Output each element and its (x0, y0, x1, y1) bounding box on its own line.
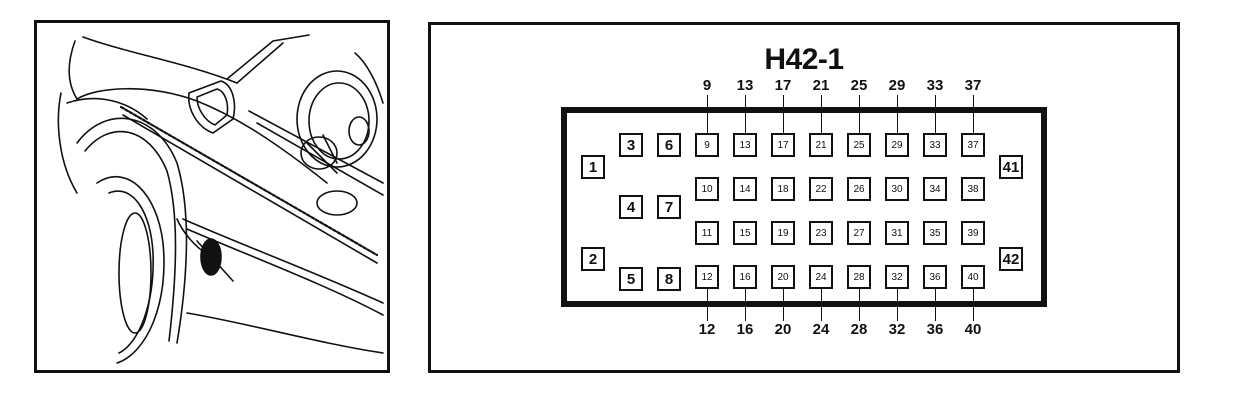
pin-20: 20 (771, 265, 795, 289)
pin-32: 32 (885, 265, 909, 289)
callout-label-17: 17 (774, 77, 792, 94)
callout-leader-20 (782, 289, 784, 321)
callout-label-33: 33 (926, 77, 944, 94)
callout-leader-24 (820, 289, 822, 321)
pin-36: 36 (923, 265, 947, 289)
callout-label-20: 20 (774, 321, 792, 338)
pin-8: 8 (657, 267, 681, 291)
callout-leader-29 (896, 95, 898, 133)
callout-label-37: 37 (964, 77, 982, 94)
pin-1: 1 (581, 155, 605, 179)
callout-leader-36 (934, 289, 936, 321)
callout-label-25: 25 (850, 77, 868, 94)
pin-27: 27 (847, 221, 871, 245)
car-front-fender-drawing (57, 34, 384, 364)
callout-leader-40 (972, 289, 974, 321)
callout-label-36: 36 (926, 321, 944, 338)
pin-37: 37 (961, 133, 985, 157)
pin-40: 40 (961, 265, 985, 289)
pin-11: 11 (695, 221, 719, 245)
pin-33: 33 (923, 133, 947, 157)
callout-label-12: 12 (698, 321, 716, 338)
callout-leader-25 (858, 95, 860, 133)
callout-label-21: 21 (812, 77, 830, 94)
callout-leader-32 (896, 289, 898, 321)
connector-housing (561, 107, 1047, 307)
pin-30: 30 (885, 177, 909, 201)
pin-42: 42 (999, 247, 1023, 271)
callout-leader-37 (972, 95, 974, 133)
pin-24: 24 (809, 265, 833, 289)
pin-28: 28 (847, 265, 871, 289)
pin-12: 12 (695, 265, 719, 289)
pin-10: 10 (695, 177, 719, 201)
pin-41: 41 (999, 155, 1023, 179)
callout-label-32: 32 (888, 321, 906, 338)
callout-leader-17 (782, 95, 784, 133)
callout-leader-33 (934, 95, 936, 133)
pin-6: 6 (657, 133, 681, 157)
pin-14: 14 (733, 177, 757, 201)
pin-34: 34 (923, 177, 947, 201)
pin-7: 7 (657, 195, 681, 219)
pin-3: 3 (619, 133, 643, 157)
pin-9: 9 (695, 133, 719, 157)
pin-35: 35 (923, 221, 947, 245)
pin-4: 4 (619, 195, 643, 219)
pin-13: 13 (733, 133, 757, 157)
callout-label-9: 9 (702, 77, 712, 94)
pin-21: 21 (809, 133, 833, 157)
pin-29: 29 (885, 133, 909, 157)
callout-label-40: 40 (964, 321, 982, 338)
callout-label-29: 29 (888, 77, 906, 94)
callout-leader-21 (820, 95, 822, 133)
connector-id-label: H42-1 (764, 43, 844, 76)
pin-2: 2 (581, 247, 605, 271)
callout-label-28: 28 (850, 321, 868, 338)
pin-22: 22 (809, 177, 833, 201)
callout-label-16: 16 (736, 321, 754, 338)
pin-39: 39 (961, 221, 985, 245)
callout-leader-13 (744, 95, 746, 133)
pin-38: 38 (961, 177, 985, 201)
pin-15: 15 (733, 221, 757, 245)
vehicle-location-illustration (34, 20, 390, 373)
pin-19: 19 (771, 221, 795, 245)
pin-17: 17 (771, 133, 795, 157)
pin-5: 5 (619, 267, 643, 291)
pin-25: 25 (847, 133, 871, 157)
pin-23: 23 (809, 221, 833, 245)
callout-leader-12 (706, 289, 708, 321)
callout-label-13: 13 (736, 77, 754, 94)
pin-31: 31 (885, 221, 909, 245)
callout-leader-9 (706, 95, 708, 133)
callout-label-24: 24 (812, 321, 830, 338)
pin-16: 16 (733, 265, 757, 289)
pin-26: 26 (847, 177, 871, 201)
callout-leader-16 (744, 289, 746, 321)
pin-18: 18 (771, 177, 795, 201)
callout-leader-28 (858, 289, 860, 321)
